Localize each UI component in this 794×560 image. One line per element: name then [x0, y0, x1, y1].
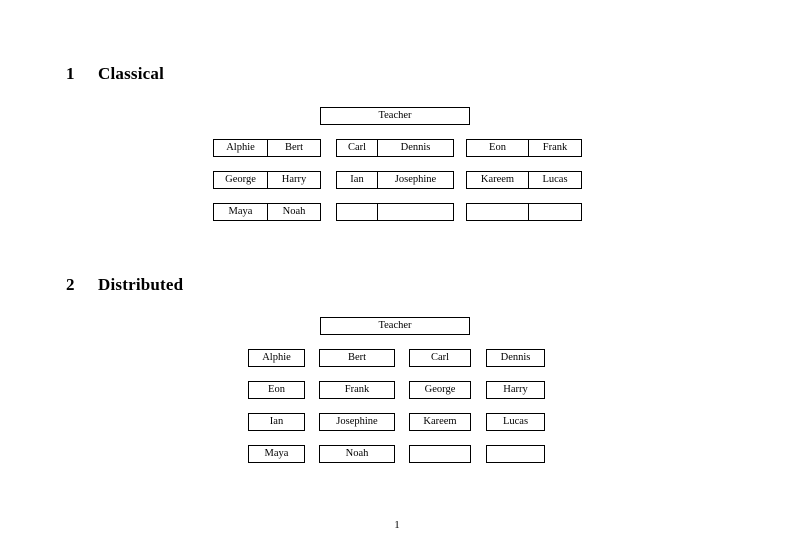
student-cell-empty [378, 203, 454, 221]
student-box-empty [409, 445, 471, 463]
student-box: George [409, 381, 471, 399]
student-cell: Carl [336, 139, 378, 157]
student-box: Dennis [486, 349, 545, 367]
student-cell: Eon [466, 139, 529, 157]
page-number: 1 [394, 519, 400, 531]
student-cell: Alphie [213, 139, 268, 157]
student-pair-group: Carl Dennis [336, 139, 454, 157]
section-number: 1 [66, 64, 75, 83]
student-box: Alphie [248, 349, 305, 367]
student-cell: George [213, 171, 268, 189]
teacher-box-classical: Teacher [320, 107, 470, 125]
student-cell: Harry [268, 171, 321, 189]
student-cell: Maya [213, 203, 268, 221]
student-box: Lucas [486, 413, 545, 431]
student-box: Kareem [409, 413, 471, 431]
student-box: Ian [248, 413, 305, 431]
student-box: Noah [319, 445, 395, 463]
student-pair-group: Alphie Bert [213, 139, 321, 157]
student-box: Frank [319, 381, 395, 399]
section-heading-distributed: 2 Distributed [66, 275, 183, 295]
student-pair-group: Ian Josephine [336, 171, 454, 189]
student-box-empty [486, 445, 545, 463]
student-pair-group-empty [466, 203, 582, 221]
student-cell-empty [529, 203, 582, 221]
student-pair-group: Maya Noah [213, 203, 321, 221]
student-cell: Ian [336, 171, 378, 189]
student-pair-group: George Harry [213, 171, 321, 189]
student-box: Eon [248, 381, 305, 399]
student-box: Maya [248, 445, 305, 463]
teacher-box-distributed: Teacher [320, 317, 470, 335]
student-cell: Lucas [529, 171, 582, 189]
student-cell: Josephine [378, 171, 454, 189]
student-cell-empty [336, 203, 378, 221]
student-pair-group: Eon Frank [466, 139, 582, 157]
student-cell: Bert [268, 139, 321, 157]
student-box: Josephine [319, 413, 395, 431]
section-title: Classical [98, 64, 165, 83]
student-cell: Dennis [378, 139, 454, 157]
student-box: Carl [409, 349, 471, 367]
student-box: Harry [486, 381, 545, 399]
student-cell: Kareem [466, 171, 529, 189]
student-cell: Frank [529, 139, 582, 157]
section-heading-classical: 1 Classical [66, 64, 164, 84]
student-pair-group-empty [336, 203, 454, 221]
section-title: Distributed [98, 275, 184, 294]
student-cell-empty [466, 203, 529, 221]
section-number: 2 [66, 275, 75, 294]
student-cell: Noah [268, 203, 321, 221]
student-box: Bert [319, 349, 395, 367]
student-pair-group: Kareem Lucas [466, 171, 582, 189]
